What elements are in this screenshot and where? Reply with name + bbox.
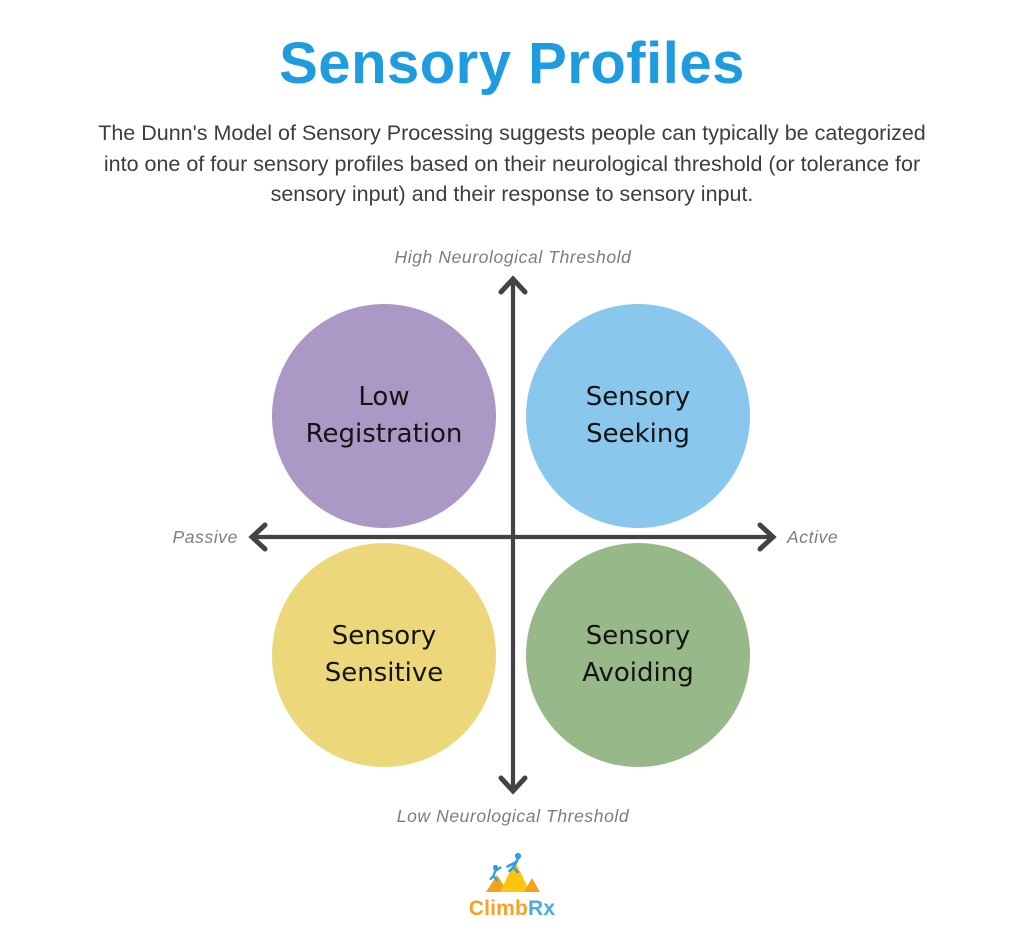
quadrant-label-sensory-sensitive: Sensory Sensitive bbox=[324, 621, 444, 688]
quadrant-label-low-registration: Low Registration bbox=[305, 382, 463, 449]
axis-label-high-neurological-threshold: High Neurological Threshold bbox=[394, 247, 632, 267]
quadrant-sensory-sensitive: Sensory Sensitive bbox=[272, 543, 496, 767]
axis-label-low-neurological-threshold: Low Neurological Threshold bbox=[396, 806, 630, 826]
climbrx-mountain-climbers-icon bbox=[486, 852, 540, 892]
down-arrowhead-icon bbox=[498, 775, 528, 795]
left-arrowhead-icon bbox=[248, 522, 268, 552]
logo-wordmark: ClimbRx bbox=[469, 897, 556, 921]
right-arrowhead-icon bbox=[757, 522, 777, 552]
quadrant-label-sensory-seeking: Sensory Seeking bbox=[585, 382, 691, 449]
axis-label-active: Active bbox=[787, 527, 839, 547]
quadrant-label-sensory-avoiding: Sensory Avoiding bbox=[582, 621, 694, 688]
axis-label-passive: Passive bbox=[172, 527, 238, 547]
logo-text-rx: Rx bbox=[528, 897, 556, 920]
quadrant-low-registration: Low Registration bbox=[272, 304, 496, 528]
up-arrowhead-icon bbox=[498, 275, 528, 295]
logo-text-climb: Climb bbox=[468, 897, 529, 920]
quadrant-sensory-seeking: Sensory Seeking bbox=[526, 304, 750, 528]
page-subtitle: The Dunn's Model of Sensory Processing s… bbox=[98, 121, 926, 207]
page-title: Sensory Profiles bbox=[279, 31, 745, 96]
quadrant-sensory-avoiding: Sensory Avoiding bbox=[526, 543, 750, 767]
climbrx-logo: ClimbRx bbox=[0, 850, 1024, 921]
